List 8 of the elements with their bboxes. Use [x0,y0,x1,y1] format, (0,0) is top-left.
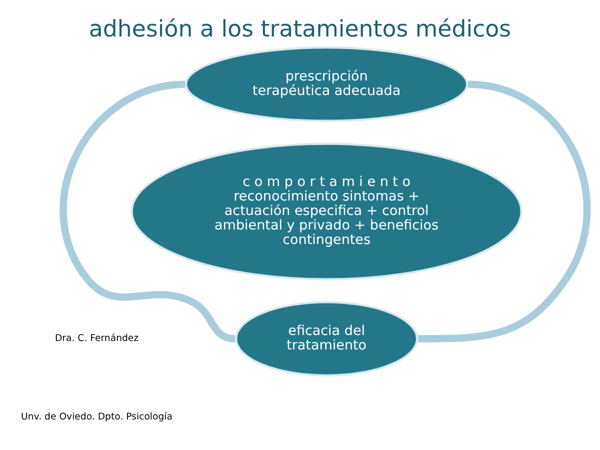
label: Unv. de Oviedo. Dpto. Psicología [21,411,173,422]
connector [60,80,236,342]
label: Dra. C. Fernández [54,333,139,344]
node-ellipse: c o m p o r t a m i e n t o reconocimiento sintomas + actuación especifica + control ambiental y privado + beneficios contingentes [130,142,522,280]
node-ellipse: prescripción terapéutica adecuada [185,46,468,122]
connector [418,80,591,342]
diagram-title: adhesión a los tratamientos médicos [88,16,512,43]
node-ellipse: eficacia del tratamiento [235,301,418,376]
